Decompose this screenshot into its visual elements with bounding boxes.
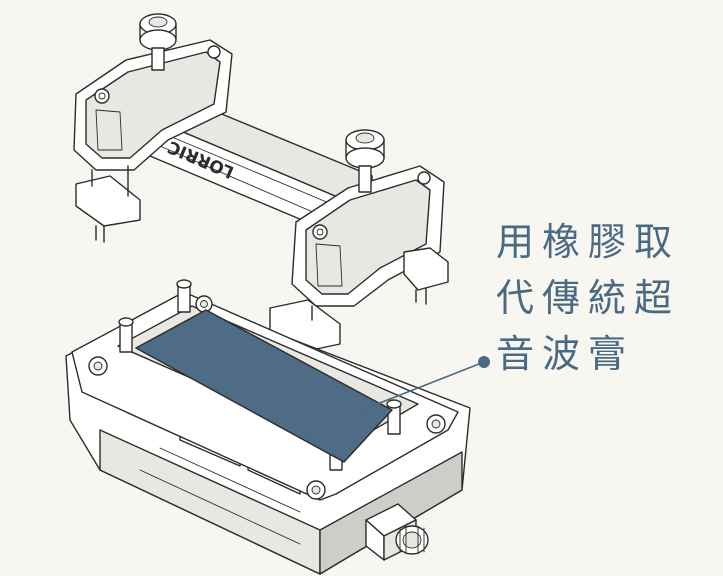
callout-text: 用橡膠取 代傳統超 音波膏 xyxy=(496,214,711,382)
callout-dot xyxy=(478,356,490,368)
right-clamp-head xyxy=(269,165,449,363)
left-thumb-screw xyxy=(139,13,177,71)
rubber-coupling-pad xyxy=(135,309,393,463)
upper-clamp-bracket: LORRIC xyxy=(73,13,449,363)
sensor-housing xyxy=(65,279,471,575)
callout-line-2: 代傳統超 xyxy=(496,276,681,320)
callout-leader xyxy=(361,356,490,411)
cable-gland xyxy=(365,503,429,561)
callout-line-1: 用橡膠取 xyxy=(496,220,681,264)
left-clamp-head xyxy=(73,39,233,243)
callout-line-3: 音波膏 xyxy=(496,332,635,376)
right-thumb-screw xyxy=(345,129,385,193)
